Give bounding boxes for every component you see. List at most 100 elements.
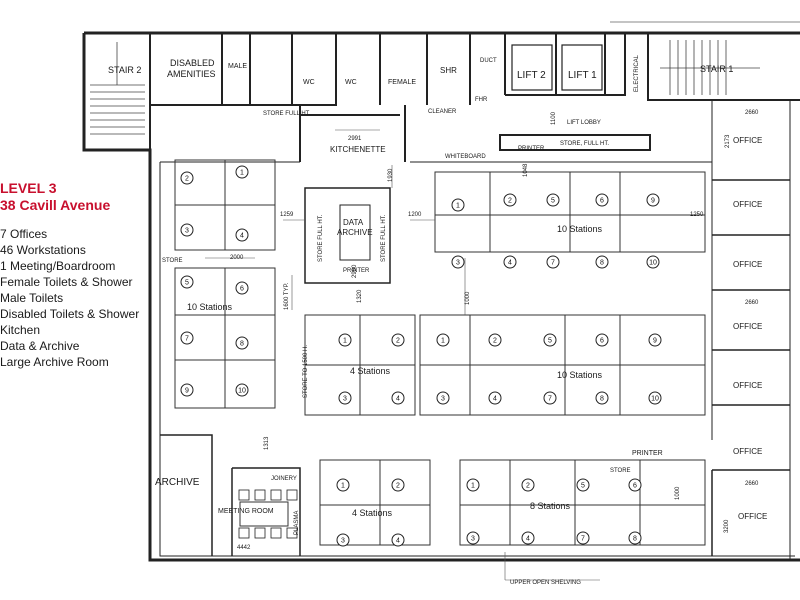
- workstation-chair: 2: [503, 193, 517, 207]
- desk-number: 4: [396, 538, 400, 545]
- feature-item: Female Toilets & Shower: [0, 275, 133, 289]
- label-store-left: STORE: [162, 258, 183, 264]
- meeting-chair: [254, 527, 266, 539]
- desk-number: 3: [341, 538, 345, 545]
- meeting-chair: [286, 489, 298, 501]
- feature-list: 7 Offices 46 Workstations 1 Meeting/Boar…: [0, 226, 160, 370]
- chair-seat: [546, 255, 560, 269]
- dim-1000a: 1000: [465, 291, 471, 305]
- label-wc-1: WC: [303, 79, 315, 86]
- label-store-full-ht-v2: STORE FULL HT.: [381, 214, 387, 262]
- workstation-chair: 6: [595, 333, 609, 347]
- workstation-chair: 1: [436, 333, 450, 347]
- label-female: FEMALE: [388, 79, 416, 86]
- label-electrical: ELECTRICAL: [634, 54, 640, 92]
- label-lift-1: LIFT 1: [568, 70, 597, 81]
- meeting-table: [239, 501, 289, 527]
- chair-seat: [436, 391, 450, 405]
- label-printer-data: PRINTER: [343, 268, 370, 274]
- label-lift-2: LIFT 2: [517, 70, 546, 81]
- stations-left: 10 Stations: [187, 302, 233, 312]
- chair-seat: [466, 478, 480, 492]
- chair-seat: [503, 255, 517, 269]
- label-store-right: STORE: [610, 468, 631, 474]
- meeting-chair: [238, 527, 250, 539]
- feature-item: Large Archive Room: [0, 355, 109, 369]
- desk-number: 3: [343, 396, 347, 403]
- desk-number: 1: [441, 338, 445, 345]
- label-disabled: DISABLED: [170, 58, 215, 68]
- label-joinery: JOINERY: [271, 476, 297, 482]
- desk-number: 6: [633, 483, 637, 490]
- desk-number: 1: [456, 203, 460, 210]
- dim-1000b: 1000: [675, 486, 681, 500]
- label-male: MALE: [228, 63, 247, 70]
- dim-2980: 2980: [352, 264, 358, 278]
- dim-1100: 1100: [551, 111, 557, 125]
- workstation-chair: 10: [235, 383, 249, 397]
- address-title: 38 Cavill Avenue: [0, 197, 111, 213]
- desk-number: 7: [551, 260, 555, 267]
- desk-number: 5: [551, 198, 555, 205]
- dim-1313: 1313: [264, 436, 270, 450]
- label-cleaner: CLEANER: [428, 109, 457, 115]
- workstation-partitions: [174, 159, 706, 546]
- desk-number: 3: [185, 228, 189, 235]
- desk-number: 2: [396, 483, 400, 490]
- chair-seat: [546, 193, 560, 207]
- meeting-chair: [254, 489, 266, 501]
- chair-seat: [595, 391, 609, 405]
- stations-bottom-right: 8 Stations: [530, 501, 571, 511]
- workstation-chair: 8: [235, 336, 249, 350]
- label-archive: ARCHIVE: [155, 477, 200, 488]
- dim-2660b: 2660: [745, 300, 759, 306]
- dim-2660a: 2660: [745, 110, 759, 116]
- floor-info-panel: LEVEL 3 38 Cavill Avenue 7 Offices 46 Wo…: [0, 180, 160, 370]
- chair-seat: [180, 275, 194, 289]
- desk-number: 7: [185, 336, 189, 343]
- label-lift-lobby: LIFT LOBBY: [567, 120, 601, 126]
- desk-number: 10: [651, 396, 659, 403]
- label-stair-2: STAIR 2: [108, 65, 141, 75]
- data-archive-room-walls: [304, 187, 391, 284]
- feature-item: 7 Offices: [0, 227, 48, 241]
- dim-4442: 4442: [237, 545, 251, 551]
- workstation-chair: 4: [391, 533, 405, 547]
- desk-number: 9: [185, 388, 189, 395]
- workstation-chair: 7: [180, 331, 194, 345]
- label-whiteboard: WHITEBOARD: [445, 154, 486, 160]
- chair-seat: [628, 531, 642, 545]
- label-duct: DUCT: [480, 58, 497, 64]
- desk-number: 10: [238, 388, 246, 395]
- chair-seat: [180, 223, 194, 237]
- label-data: DATA: [343, 218, 364, 227]
- chair-seat: [576, 531, 590, 545]
- chair-seat: [336, 533, 350, 547]
- workstation-chair: 8: [595, 255, 609, 269]
- chair-seat: [543, 333, 557, 347]
- label-store-full-ht-v1: STORE FULL HT.: [318, 214, 324, 262]
- feature-item: 46 Workstations: [0, 243, 86, 257]
- chair-seat: [451, 255, 465, 269]
- chair-seat: [235, 228, 249, 242]
- desk-number: 8: [600, 396, 604, 403]
- chair-seat: [648, 333, 662, 347]
- workstation-chair: 9: [648, 333, 662, 347]
- label-kitchenette: KITCHENETTE: [330, 145, 386, 154]
- desk-number: 2: [508, 198, 512, 205]
- dim-1600: 1600 TYP.: [284, 282, 290, 310]
- chair-seat: [180, 331, 194, 345]
- chair-seat: [391, 333, 405, 347]
- workstation-chair: 4: [391, 391, 405, 405]
- desk-number: 4: [526, 536, 530, 543]
- level-title: LEVEL 3: [0, 180, 57, 196]
- desk-number: 8: [633, 536, 637, 543]
- desk-number: 2: [493, 338, 497, 345]
- label-archive-room: ARCHIVE: [337, 228, 373, 237]
- workstation-chair: 5: [576, 478, 590, 492]
- chair-seat: [646, 193, 660, 207]
- workstation-chair: 2: [521, 478, 535, 492]
- workstation-chair: 4: [521, 531, 535, 545]
- chair-seat: [180, 383, 194, 397]
